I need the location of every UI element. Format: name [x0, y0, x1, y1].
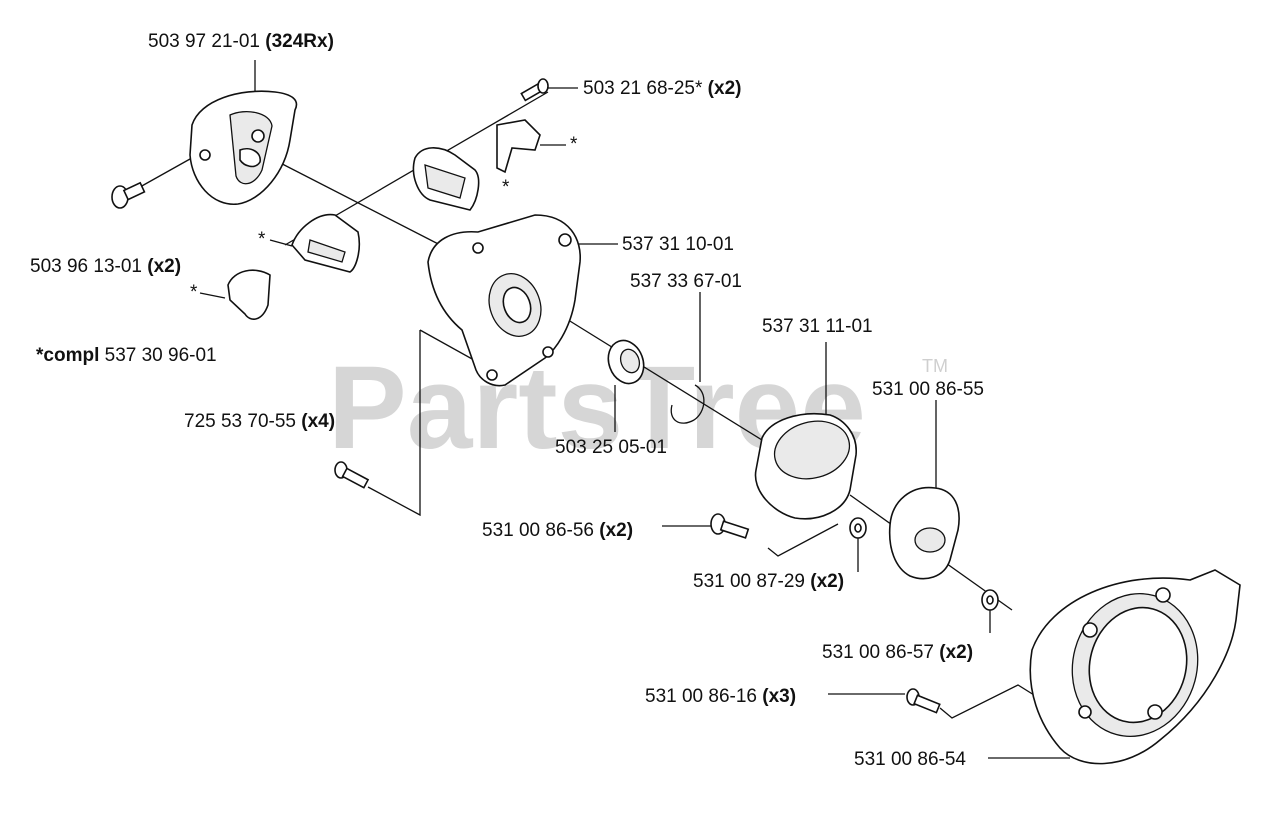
- label-531-00-86-57: 531 00 86-57 (x2): [822, 642, 973, 663]
- circlip-part: [670, 384, 705, 424]
- label-503-25-05-01: 503 25 05-01: [555, 437, 667, 458]
- screw-part-503-21-68-25: [520, 78, 549, 102]
- clutch-shoe-part: [888, 486, 960, 580]
- cover-part: [189, 90, 298, 205]
- washer-part-531-00-87-29: [849, 517, 867, 539]
- label-531-00-86-56: 531 00 86-56 (x2): [482, 520, 633, 541]
- clip-part-left: [227, 269, 271, 320]
- label-asterisk-clip: *: [190, 282, 198, 303]
- label-503-96-13-01: 503 96 13-01 (x2): [30, 256, 181, 277]
- crankcase-part: [427, 214, 581, 387]
- label-asterisk-small-bracket: *: [502, 177, 510, 198]
- watermark-trademark: TM: [922, 356, 948, 376]
- clutch-housing-part: [1029, 569, 1241, 765]
- bracket-part-small: [496, 119, 541, 174]
- bearing-part: [607, 339, 645, 385]
- label-503-21-68-25: 503 21 68-25* (x2): [583, 78, 741, 99]
- screw-part-531-00-86-16: [906, 688, 941, 714]
- label-531-00-86-55: 531 00 86-55: [872, 379, 984, 400]
- label-531-00-86-54: 531 00 86-54: [854, 749, 966, 770]
- bolt-part-725-53-70-55: [334, 461, 370, 489]
- bracket-part-left: [291, 213, 361, 273]
- label-asterisk-top-bracket: *: [570, 134, 578, 155]
- washer-part-531-00-86-57: [981, 589, 999, 611]
- screw-part-503-96-13-01: [111, 181, 146, 209]
- clutch-drum-part: [754, 412, 857, 520]
- label-531-00-87-29: 531 00 87-29 (x2): [693, 571, 844, 592]
- label-725-53-70-55: 725 53 70-55 (x4): [184, 411, 335, 432]
- shoulder-screw-part: [710, 513, 750, 539]
- label-asterisk-left-bracket: *: [258, 229, 266, 250]
- label-537-31-10-01: 537 31 10-01: [622, 234, 734, 255]
- label-compl-note: *compl 537 30 96-01: [36, 345, 217, 366]
- label-537-33-67-01: 537 33 67-01: [630, 271, 742, 292]
- label-531-00-86-16: 531 00 86-16 (x3): [645, 686, 796, 707]
- label-503-97-21-01: 503 97 21-01 (324Rx): [148, 31, 334, 52]
- bracket-part-upper: [412, 147, 480, 211]
- label-537-31-11-01: 537 31 11-01: [762, 316, 873, 337]
